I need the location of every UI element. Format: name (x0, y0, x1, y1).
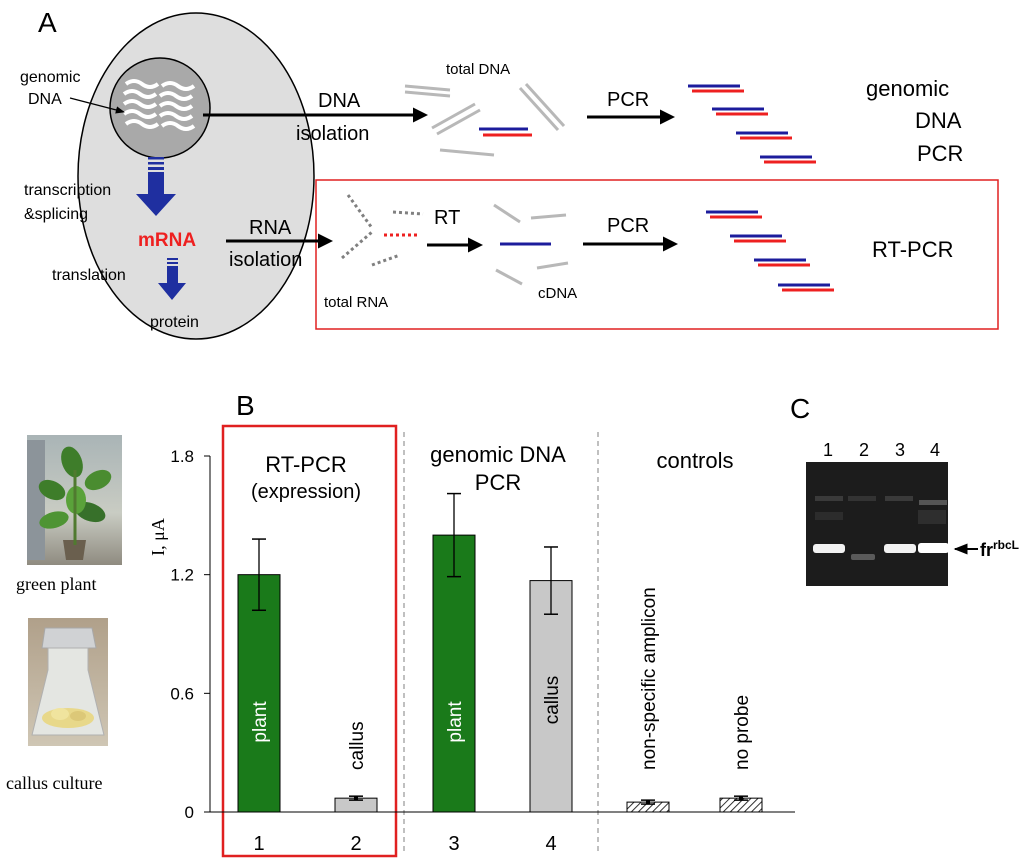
y-ticks: 0 0.6 1.2 1.8 (170, 447, 210, 822)
transcription-label-2: &splicing (24, 206, 88, 223)
panel-c-letter: C (790, 393, 810, 424)
green-plant-photo (27, 435, 122, 565)
protein-label: protein (150, 314, 199, 331)
gel-band-lane-1 (813, 544, 845, 553)
bar (529, 580, 573, 813)
total-dna-fragments (404, 82, 566, 157)
total-rna-fragments (341, 194, 424, 267)
bar-label: callus (542, 676, 563, 725)
genomic-dna-pcr-label-3: PCR (917, 141, 963, 166)
x-ticks: 1 2 3 4 (253, 833, 556, 855)
genomic-dna-pcr-label-1: genomic (866, 76, 949, 101)
dna-isolation-label-2: isolation (296, 123, 369, 145)
y-tick-label: 0.6 (170, 684, 194, 703)
mrna-label: mRNA (138, 230, 196, 251)
bar-label: no probe (732, 695, 753, 770)
rt-pcr-group-label-2: (expression) (251, 481, 361, 503)
controls-group-label: controls (656, 448, 733, 473)
dna-pcr-label: PCR (607, 89, 649, 111)
total-rna-label: total RNA (324, 294, 388, 311)
transcription-arrow-icon (136, 157, 176, 216)
gel-band-lane-4 (918, 543, 949, 553)
bars: plant callus plant callus non-specific ampli… (237, 492, 763, 813)
panel-b: B green plant callus cultur (6, 390, 795, 858)
lane-label-1: 1 (823, 440, 833, 460)
lane-label-4: 4 (930, 440, 940, 460)
bar (237, 574, 281, 813)
genomic-dna-label-1: genomic (20, 69, 80, 86)
x-tick-label: 3 (448, 833, 459, 855)
genomic-group-label-1: genomic DNA (430, 442, 566, 467)
panel-a: A genomic DNA transcription &spli (20, 7, 999, 340)
gel-band-lane-2 (851, 554, 875, 560)
x-tick-label: 1 (253, 833, 264, 855)
panel-c: C 1 2 3 4 frrbcL (790, 393, 1019, 586)
bar-label: plant (445, 701, 466, 743)
y-axis-label: I, μA (148, 518, 168, 556)
translation-label: translation (52, 267, 126, 284)
genomic-dna-pcr-label-2: DNA (915, 108, 962, 133)
rt-pcr-result-label: RT-PCR (872, 237, 954, 262)
cdna-label: cDNA (538, 285, 577, 302)
bar-label: plant (250, 701, 271, 743)
total-dna-label: total DNA (446, 61, 510, 78)
rna-isolation-label-2: isolation (229, 249, 302, 271)
panel-b-letter: B (236, 390, 255, 421)
translation-arrow-icon (158, 258, 186, 300)
cdna-fragments (493, 203, 569, 286)
dna-duplex (479, 127, 532, 137)
genomic-dna-label-2: DNA (28, 91, 62, 108)
chromosome-icon (122, 79, 196, 131)
bar-chart: RT-PCR (expression) genomic DNA PCR cont… (148, 424, 795, 858)
bar (432, 534, 476, 813)
genomic-group-label-2: PCR (475, 470, 521, 495)
leaf-icon (38, 446, 112, 529)
nucleus (109, 57, 211, 159)
dna-pcr-products (688, 84, 816, 164)
x-tick-label: 2 (350, 833, 361, 855)
gel-band-lane-3 (884, 544, 916, 553)
rt-label: RT (434, 207, 460, 229)
rt-pcr-products (706, 210, 834, 292)
rt-pcr-box (315, 179, 999, 330)
lane-label-2: 2 (859, 440, 869, 460)
rt-pcr-step-label: PCR (607, 215, 649, 237)
rt-pcr-group-box (221, 424, 398, 858)
bar-label: non-specific amplicon (639, 587, 660, 770)
bar-label: callus (347, 721, 368, 770)
panel-a-letter: A (38, 7, 57, 38)
lane-label-3: 3 (895, 440, 905, 460)
callus-culture-photo (28, 618, 108, 746)
genomic-dna-pointer (69, 97, 125, 114)
cell-ellipse (77, 12, 315, 340)
transcription-label-1: transcription (24, 182, 111, 199)
band-label: frrbcL (980, 538, 1019, 560)
dna-isolation-label-1: DNA (318, 90, 361, 112)
y-tick-label: 1.2 (170, 566, 194, 585)
y-tick-label: 1.8 (170, 447, 194, 466)
callus-culture-caption: callus culture (6, 773, 102, 793)
y-tick-label: 0 (185, 803, 194, 822)
rt-pcr-group-label-1: RT-PCR (265, 452, 347, 477)
gel-image (806, 462, 949, 586)
green-plant-caption: green plant (16, 574, 96, 594)
rna-isolation-label-1: RNA (249, 217, 292, 239)
x-tick-label: 4 (545, 833, 556, 855)
